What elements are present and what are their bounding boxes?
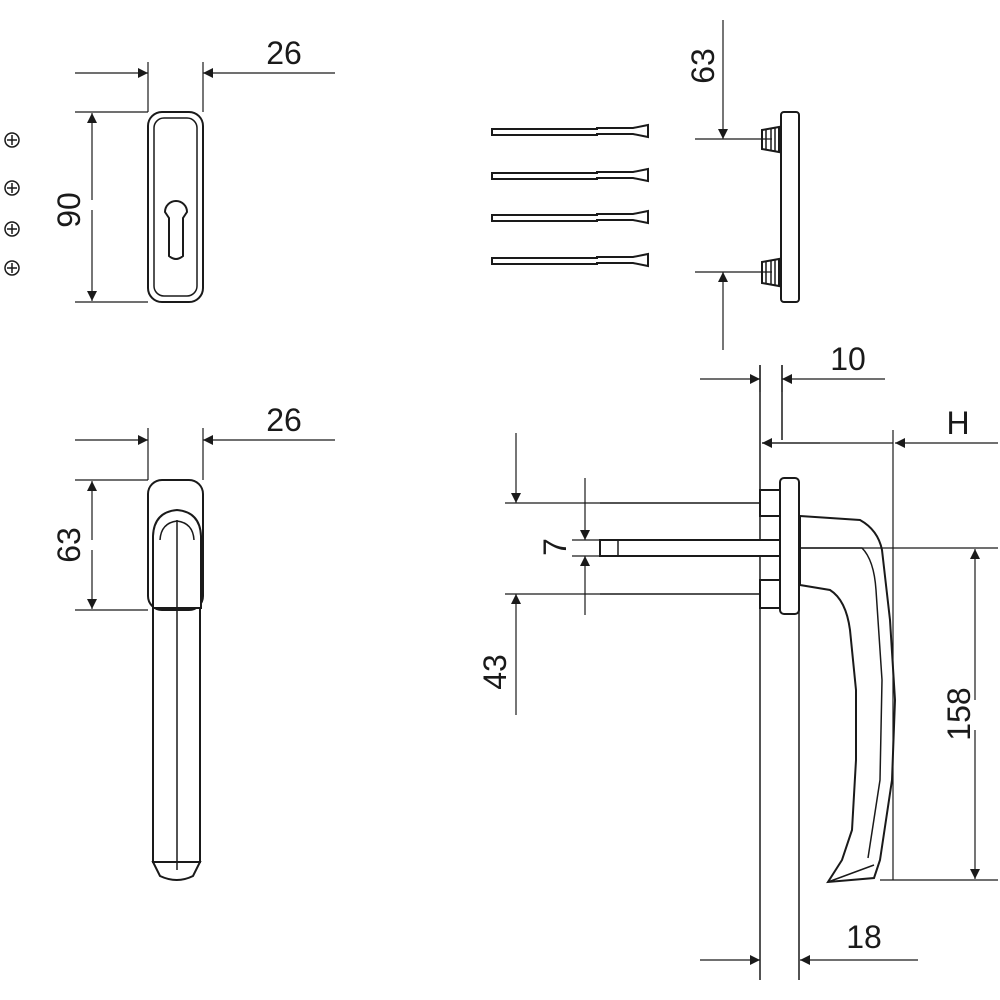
screw [491, 123, 649, 139]
dimension-fixing-distance: 43 [477, 433, 600, 715]
screw-head-icon [4, 221, 20, 237]
dimension-rosette-height: 90 [51, 111, 148, 303]
handle-lever [799, 514, 897, 884]
screw-length-label: 63 [685, 48, 721, 84]
rosette-side-view [761, 111, 800, 303]
screw-head-icon [4, 180, 20, 196]
screw-head-icon [4, 260, 20, 276]
screws [491, 123, 649, 268]
dimension-handle-height: H [762, 405, 998, 880]
dimension-handle-length: 158 [800, 547, 998, 881]
dimension-screw-length: 63 [685, 20, 772, 350]
spindle-size-label: 7 [537, 538, 573, 556]
spindle-offset-label: 10 [830, 341, 866, 377]
screw [491, 167, 649, 183]
handle-side-view [599, 365, 897, 980]
screw [491, 209, 649, 225]
spindle [599, 539, 781, 557]
dimension-rosette-width: 26 [75, 35, 335, 112]
handle-height-label: H [946, 405, 969, 441]
handle-base-height-label: 63 [51, 527, 87, 563]
handle-front-width-label: 26 [266, 402, 302, 438]
handle-front-view [147, 479, 204, 881]
dimension-handle-base-height: 63 [51, 479, 148, 611]
rosette-height-label: 90 [51, 192, 87, 228]
rosette-front-view [147, 111, 204, 303]
screw [491, 252, 649, 268]
rosette-width-label: 26 [266, 35, 302, 71]
dimension-rosette-depth: 18 [700, 919, 918, 965]
dimension-spindle-offset: 10 [700, 341, 885, 392]
screw-heads [4, 132, 20, 276]
handle-length-label: 158 [941, 687, 977, 740]
rosette-depth-label: 18 [846, 919, 882, 955]
dimension-handle-front-width: 26 [75, 402, 335, 480]
dimension-spindle-size: 7 [537, 478, 600, 615]
screw-head-icon [4, 132, 20, 148]
fixing-distance-label: 43 [477, 654, 513, 690]
keyhole-icon [163, 200, 189, 260]
